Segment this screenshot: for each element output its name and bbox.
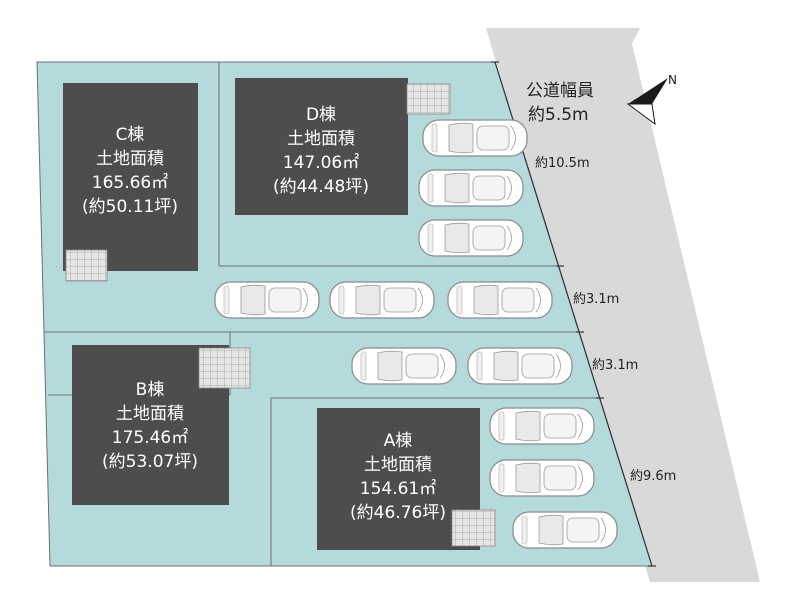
lot-b-name: B棟 xyxy=(136,380,165,400)
north-label: N xyxy=(668,73,677,87)
parked-car xyxy=(489,459,595,497)
frontage-a: 約9.6m xyxy=(630,469,676,484)
terrace-c xyxy=(65,249,108,282)
lot-c-caption: 土地面積 xyxy=(96,149,164,169)
parked-car xyxy=(489,407,595,445)
parked-car xyxy=(214,281,320,319)
terrace-d xyxy=(406,83,451,115)
frontage-d: 約10.5m xyxy=(535,156,590,171)
lot-d-caption: 土地面積 xyxy=(287,129,355,149)
lot-b-caption: 土地面積 xyxy=(116,404,184,424)
lot-c-name: C棟 xyxy=(116,125,145,145)
lot-a-area: 154.61㎡ xyxy=(360,479,436,499)
terrace-b xyxy=(198,347,251,389)
lot-b-area: 175.46㎡ xyxy=(112,428,188,448)
lot-a-tsubo: (約46.76坪) xyxy=(350,503,446,523)
frontage-c: 約3.1m xyxy=(573,292,619,307)
building-d xyxy=(235,78,408,215)
parked-car xyxy=(329,281,435,319)
parked-car xyxy=(467,347,573,385)
parked-car xyxy=(447,281,553,319)
road-width-value: 約5.5m xyxy=(528,105,589,125)
building-c xyxy=(63,83,198,271)
lot-a-name: A棟 xyxy=(384,431,413,451)
north-arrow-icon: N xyxy=(626,73,677,126)
lot-d-area: 147.06㎡ xyxy=(283,153,359,173)
parked-car xyxy=(422,119,528,157)
public-road xyxy=(486,28,760,582)
parked-car xyxy=(418,219,524,257)
lot-c-tsubo: (約50.11坪) xyxy=(82,197,178,217)
road-width-label: 公道幅員 xyxy=(526,81,594,101)
lot-a-caption: 土地面積 xyxy=(364,455,432,475)
terrace-a xyxy=(451,509,496,547)
lot-d-name: D棟 xyxy=(306,105,336,125)
frontage-b: 約3.1m xyxy=(592,358,638,373)
parked-car xyxy=(351,347,457,385)
parked-car xyxy=(512,511,618,549)
parked-car xyxy=(418,169,524,207)
lot-b-tsubo: (約53.07坪) xyxy=(102,452,198,472)
lot-c-area: 165.66㎡ xyxy=(92,173,168,193)
lot-d-tsubo: (約44.48坪) xyxy=(273,177,369,197)
